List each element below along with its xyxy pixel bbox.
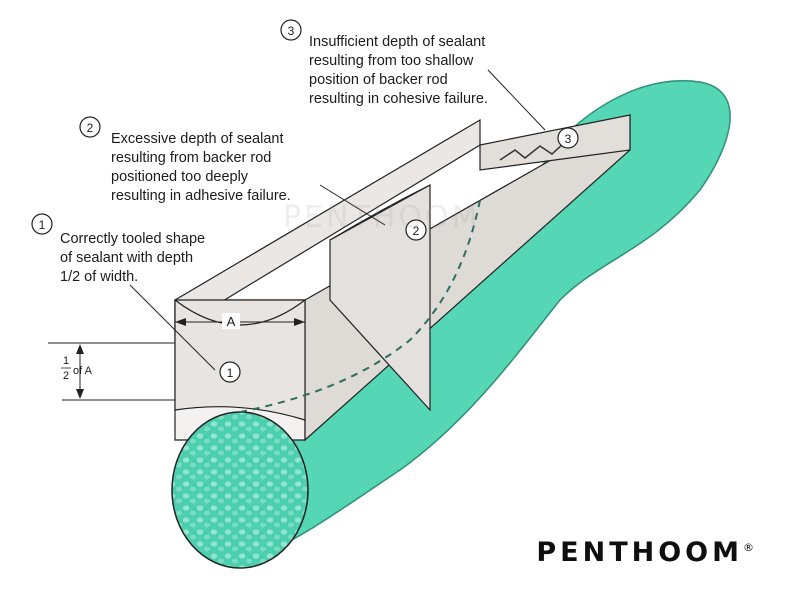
depth-fraction-den: 2 [63, 370, 69, 382]
sealant-section-1 [174, 299, 306, 421]
svg-text:2: 2 [87, 121, 94, 135]
sealant-2-top [329, 184, 431, 241]
sealant-section-2 [329, 183, 431, 412]
depth-arrow-top [76, 344, 84, 354]
svg-text:3: 3 [565, 132, 572, 146]
watermark: PENTHOOM [283, 200, 481, 235]
width-arrow-right [294, 318, 305, 326]
leader-3 [487, 69, 546, 131]
rod-hidden-edge [239, 199, 481, 413]
width-arrow-left [175, 318, 186, 326]
registered-mark: ® [743, 541, 754, 554]
cohesive-crack [499, 141, 566, 161]
svg-text:1: 1 [39, 218, 46, 232]
svg-text:1: 1 [227, 366, 234, 380]
depth-fraction-num: 1 [63, 355, 69, 367]
note-3-badge: 3 [280, 19, 302, 41]
marker-section-3: 3 [557, 127, 579, 149]
marker-section-2: 2 [405, 219, 427, 241]
note-1-text: Correctly tooled shape of sealant with d… [60, 231, 206, 285]
marker-section-1: 1 [219, 361, 241, 383]
note-1-badge: 1 [31, 213, 53, 235]
note-3-text: Insufficient depth of sealant resulting … [309, 34, 488, 107]
leader-1 [129, 284, 216, 371]
backer-rod-end [171, 411, 309, 569]
svg-text:3: 3 [288, 24, 295, 38]
note-2-text: Excessive depth of sealant resulting fro… [111, 131, 291, 204]
note-2-badge: 2 [79, 116, 101, 138]
leader-2 [319, 184, 386, 226]
brand-name: PENTHOOM [536, 537, 743, 568]
depth-suffix: of A [73, 365, 93, 377]
sealant-section-3 [479, 114, 631, 171]
depth-arrow-bottom [76, 389, 84, 399]
width-label-A: A [227, 314, 236, 329]
svg-text:2: 2 [413, 224, 420, 238]
brand-logo: PENTHOOM® [536, 537, 754, 568]
